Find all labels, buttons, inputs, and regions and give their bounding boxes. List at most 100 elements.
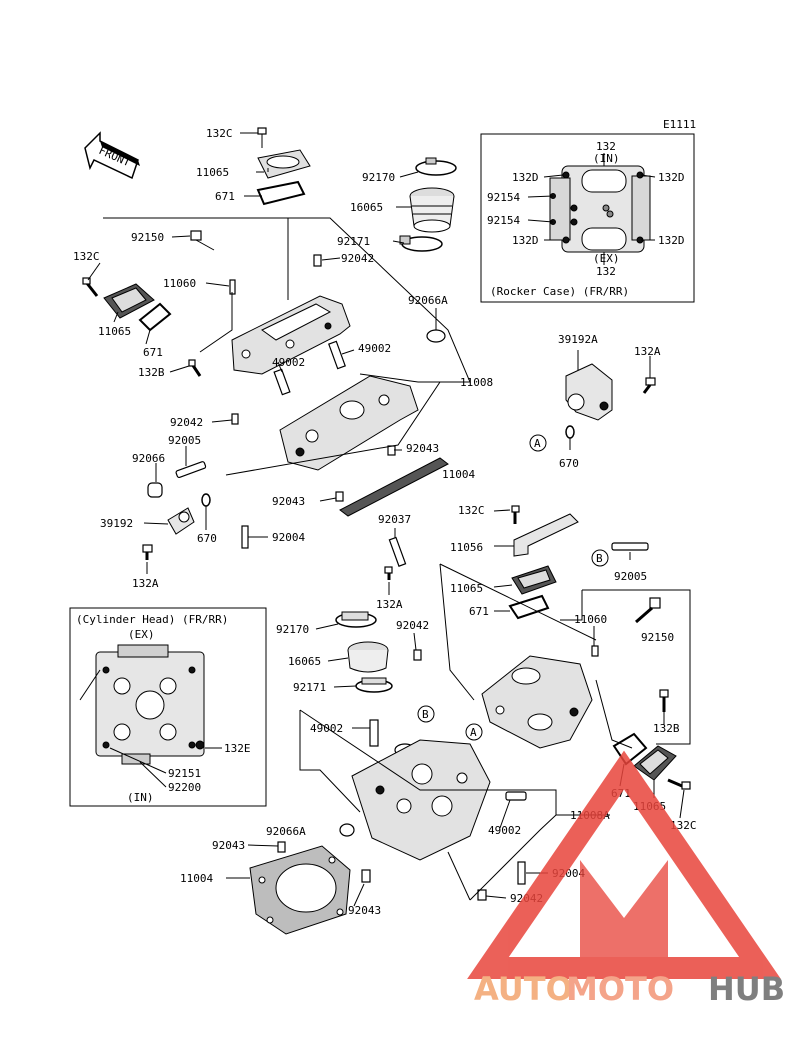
front-arrow-icon: FRONT bbox=[84, 131, 140, 180]
label-11060-left: 11060 bbox=[163, 277, 196, 290]
cover-11065-left bbox=[103, 283, 155, 319]
label-132b-right: 132B bbox=[653, 722, 680, 735]
label-671-mid: 671 bbox=[469, 605, 489, 618]
label-92171-top: 92171 bbox=[337, 235, 370, 248]
label-92037: 92037 bbox=[378, 513, 411, 526]
pin-11060-left bbox=[229, 279, 236, 295]
head-label-92151: 92151 bbox=[168, 767, 201, 780]
rocker-label-132-top: 132 bbox=[596, 140, 616, 153]
boot-16065-bot bbox=[347, 641, 389, 673]
cylinder-head-inset: (Cylinder Head) (FR/RR) (EX) 132E 92151 … bbox=[69, 607, 267, 807]
sleeve-49002-d bbox=[505, 791, 527, 801]
rocker-label-132-bot: 132 bbox=[596, 265, 616, 278]
gasket-671-left bbox=[138, 302, 172, 332]
dowel-92043-c bbox=[277, 841, 286, 853]
ref-a2-text: A bbox=[470, 726, 477, 739]
rocker-case-upper bbox=[231, 295, 351, 375]
rocker-label-132d-tl: 132D bbox=[512, 171, 539, 184]
dowel-92042-c bbox=[413, 649, 422, 661]
rocker-label-92154-a: 92154 bbox=[487, 191, 520, 204]
label-92150-right: 92150 bbox=[641, 631, 674, 644]
label-92066: 92066 bbox=[132, 452, 165, 465]
rocker-case-rear bbox=[481, 655, 593, 749]
clamp-92170-bot bbox=[335, 611, 377, 628]
label-16065-bot: 16065 bbox=[288, 655, 321, 668]
gasket-671-mid bbox=[508, 594, 550, 620]
cover-11065-top bbox=[257, 149, 311, 179]
bolt-132a-right bbox=[642, 377, 656, 394]
label-92042-a: 92042 bbox=[341, 252, 374, 265]
watermark-auto: AUTO bbox=[474, 970, 573, 1008]
label-92005-right: 92005 bbox=[614, 570, 647, 583]
ref-b2-text: B bbox=[422, 708, 429, 721]
bolt-92150-left bbox=[190, 230, 215, 251]
bolt-132c-right bbox=[667, 778, 691, 790]
rocker-label-92154-b: 92154 bbox=[487, 214, 520, 227]
bolt-132a-mid bbox=[384, 566, 393, 580]
label-670-right: 670 bbox=[559, 457, 579, 470]
head-label-132e: 132E bbox=[224, 742, 251, 755]
label-92042-c: 92042 bbox=[396, 619, 429, 632]
bolt-132b-left bbox=[188, 359, 202, 377]
oring-670-left bbox=[201, 493, 211, 507]
label-11065-mid: 11065 bbox=[450, 582, 483, 595]
dowel-92042-d bbox=[477, 889, 487, 901]
label-92170-bot: 92170 bbox=[276, 623, 309, 636]
ref-marker-a2: A bbox=[465, 723, 483, 741]
label-92043-d: 92043 bbox=[348, 904, 381, 917]
plug-92066 bbox=[147, 482, 163, 498]
label-92043-a: 92043 bbox=[406, 442, 439, 455]
rocker-inset-title: (Rocker Case) (FR/RR) bbox=[490, 285, 629, 298]
label-132c-left: 132C bbox=[73, 250, 100, 263]
gasket-11004-bot bbox=[249, 845, 351, 935]
label-11056: 11056 bbox=[450, 541, 483, 554]
rocker-label-132d-bl: 132D bbox=[512, 234, 539, 247]
watermark: AUTO MOTO HUB bbox=[467, 750, 785, 1008]
label-132a-mid: 132A bbox=[376, 598, 403, 611]
label-11065-left: 11065 bbox=[98, 325, 131, 338]
sleeve-49002-a bbox=[328, 340, 346, 370]
bolt-132c-mid bbox=[511, 505, 520, 524]
label-39192: 39192 bbox=[100, 517, 133, 530]
head-inset-title: (Cylinder Head) (FR/RR) bbox=[76, 613, 228, 626]
rocker-case-drawing bbox=[549, 165, 651, 253]
fitting-39192a bbox=[565, 363, 613, 421]
gasket-11004-top bbox=[339, 457, 449, 517]
label-132b-left: 132B bbox=[138, 366, 165, 379]
label-92170-top: 92170 bbox=[362, 171, 395, 184]
label-92005-left: 92005 bbox=[168, 434, 201, 447]
clamp-92171-top bbox=[399, 235, 443, 252]
leader-lines bbox=[87, 132, 691, 907]
ref-marker-a1: A bbox=[529, 434, 547, 452]
bolt-132c-top bbox=[257, 127, 267, 148]
label-92043-b: 92043 bbox=[272, 495, 305, 508]
label-11004-top: 11004 bbox=[442, 468, 475, 481]
label-92004-left: 92004 bbox=[272, 531, 305, 544]
lower-assembly bbox=[249, 611, 527, 935]
head-in-label: (IN) bbox=[127, 791, 154, 804]
label-132a-right: 132A bbox=[634, 345, 661, 358]
cover-11065-mid bbox=[511, 565, 557, 595]
label-49002-a: 49002 bbox=[272, 356, 305, 369]
bracket-11056 bbox=[513, 513, 579, 557]
label-92066a-bot: 92066A bbox=[266, 825, 306, 838]
label-92066a-top: 92066A bbox=[408, 294, 448, 307]
watermark-hub: HUB bbox=[708, 970, 785, 1008]
gasket-671-top bbox=[256, 180, 306, 206]
sleeve-49002-c bbox=[369, 719, 379, 747]
diagram-code: E1111 bbox=[663, 118, 696, 131]
bolt-132c-left bbox=[82, 277, 99, 297]
watermark-logo-icon bbox=[467, 750, 781, 979]
label-49002-c: 49002 bbox=[310, 722, 343, 735]
label-11004-bot: 11004 bbox=[180, 872, 213, 885]
dowel-92043-b bbox=[335, 491, 344, 502]
ref-marker-b1: B bbox=[591, 549, 609, 567]
stud-92004-left bbox=[241, 525, 249, 549]
clamp-92171-bot bbox=[355, 677, 393, 693]
cylinder-head-drawing bbox=[95, 644, 205, 765]
label-39192a: 39192A bbox=[558, 333, 598, 346]
label-92150-left: 92150 bbox=[131, 231, 164, 244]
dowel-92043-a bbox=[387, 445, 396, 456]
label-671-left: 671 bbox=[143, 346, 163, 359]
dowel-92042-a bbox=[313, 254, 322, 267]
